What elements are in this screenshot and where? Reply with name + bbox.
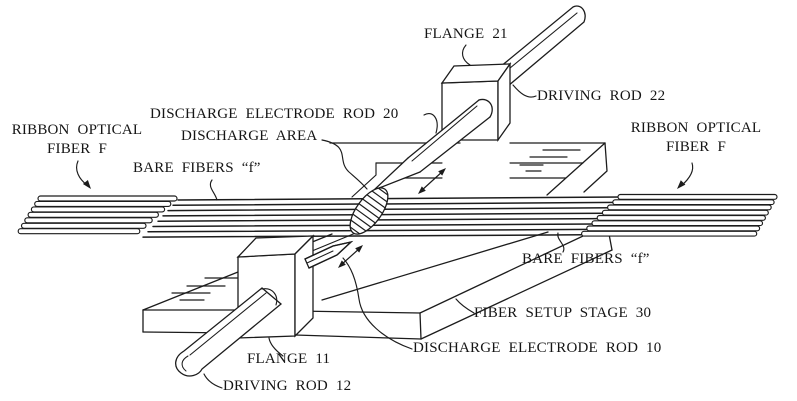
label-driving-rod-22: DRIVING ROD 22 [537,88,666,104]
driving-rod-22 [499,5,586,88]
label-flange-21: FLANGE 21 [424,26,508,42]
bare-fibers [142,196,623,238]
label-bare-fibers-left: BARE FIBERS “f” [133,160,261,176]
stage-slot [311,162,584,252]
leader-lines [76,44,694,389]
ribbon-optical-fiber-left [17,195,178,235]
discharge-electrode-rod-20 [373,98,493,191]
leader-driving-rod-12 [203,373,223,389]
ribbon-optical-fiber-right [581,193,778,237]
leader-ribbon-left [76,160,88,186]
label-discharge-electrode-rod-10: DISCHARGE ELECTRODE ROD 10 [413,340,662,356]
label-ribbon-optical-fiber-left: RIBBON OPTICAL FIBER F [11,122,143,157]
driving-rod-12 [175,287,283,377]
label-discharge-area: DISCHARGE AREA [181,128,318,144]
leader-bare-left [209,179,218,201]
label-fiber-setup-stage-30: FIBER SETUP STAGE 30 [474,305,652,321]
leader-flange-11 [268,337,284,357]
label-bare-fibers-right: BARE FIBERS “f” [522,251,650,267]
leader-flange-21 [461,44,471,66]
motion-arrows [338,168,446,268]
label-driving-rod-12: DRIVING ROD 12 [223,378,352,394]
label-discharge-electrode-rod-20: DISCHARGE ELECTRODE ROD 20 [150,106,399,122]
discharge-hatching [349,187,389,235]
leader-driving-rod-22 [512,84,537,98]
leader-electrode-rod-20 [423,113,438,134]
discharge-area-ellipse [349,187,389,235]
leader-stage-30 [455,298,475,314]
leader-discharge-area [321,139,368,190]
discharge-electrode-rod-10 [304,240,354,269]
surface-dashes [171,149,581,301]
arrowhead-ribbon-right [677,180,686,189]
leader-electrode-rod-10 [342,257,413,350]
arrowhead-ribbon-left [82,180,91,189]
label-flange-11: FLANGE 11 [247,351,331,367]
leader-bare-right [557,232,565,253]
label-ribbon-optical-fiber-right: RIBBON OPTICAL FIBER F [630,120,762,155]
